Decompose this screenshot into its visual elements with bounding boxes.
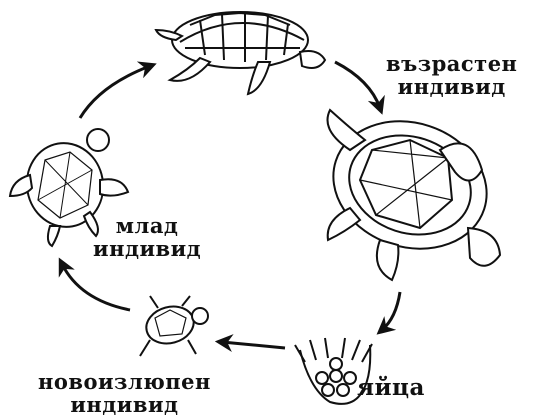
arrow-eggs-to-hatchling: [222, 342, 285, 348]
label-young-line1: млад: [93, 214, 201, 237]
swimming-turtle-top: [156, 12, 325, 94]
label-adult: възрастен индивид: [386, 52, 517, 98]
arrow-hatchling-to-young: [62, 264, 130, 310]
label-adult-line2: индивид: [386, 75, 517, 98]
label-young: млад индивид: [93, 214, 201, 260]
arrow-top-to-adult: [335, 62, 380, 108]
label-hatchling: новоизлюпен индивид: [38, 370, 211, 415]
arrow-adult-to-eggs: [382, 292, 400, 330]
hatchling-turtle: [140, 296, 208, 356]
label-hatchling-line1: новоизлюпен: [38, 370, 211, 393]
label-young-line2: индивид: [93, 237, 201, 260]
label-adult-line1: възрастен: [386, 52, 517, 75]
adult-turtle: [317, 102, 504, 280]
label-hatchling-line2: индивид: [38, 393, 211, 415]
label-eggs: яйца: [357, 376, 425, 399]
arrow-young-to-adult: [80, 66, 150, 118]
